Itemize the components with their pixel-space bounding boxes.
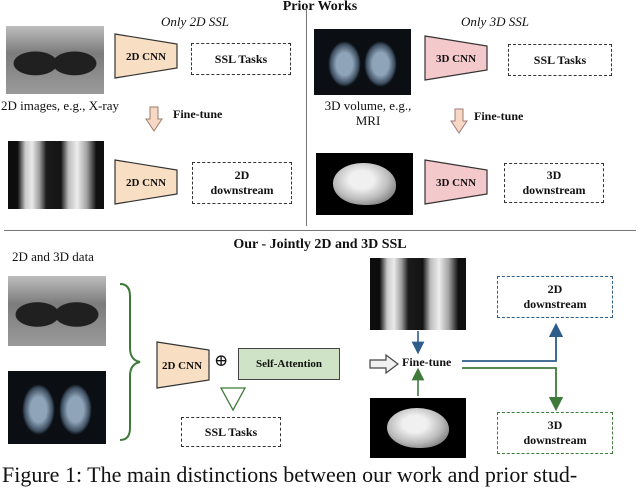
lung-3d-volume-image [314,29,411,95]
cnn-3d-block-top: 3D CNN [424,35,488,81]
cnn-3d-trapezoid [424,35,488,81]
fine-tune-arrow-ours [369,354,399,374]
cnn-2d-block-downstream: 2D CNN [114,159,178,205]
prior-works-header: Prior Works [282,0,358,14]
cnn-2d-trapezoid [156,341,210,389]
cnn-2d-block-top: 2D CNN [114,33,178,79]
only-3d-ssl-label: Only 3D SSL [461,14,529,29]
fine-tune-label-ours: Fine-tune [402,355,452,369]
fine-tune-label-2d: Fine-tune [173,107,223,121]
downstream-2d-box-ours: 2D downstream [497,276,613,318]
figure-caption: Figure 1: The main distinctions between … [2,462,578,487]
brain-mri-image-ours [370,398,466,458]
cnn-2d-trapezoid [114,33,178,79]
cnn-2d-label: 2D CNN [162,360,202,372]
finetune-to-3d-downstream-path [462,367,564,412]
brain-mri-image-top [316,153,413,215]
chest-xray-image [6,26,104,94]
3d-volume-label: 3D volume, e.g., MRI [324,98,412,128]
self-attention-box: Self-Attention [238,348,340,380]
vertical-divider [306,8,307,226]
downstream-3d-box-ours: 3D downstream [497,412,613,454]
downstream-2d-box-top: 2D downstream [192,162,292,204]
cnn-3d-label: 3D CNN [436,177,476,189]
knee-xray-image-ours [370,258,466,330]
cnn-3d-label: 3D CNN [436,53,476,65]
knee-xray-image-top [8,141,104,209]
finetune-to-2d-downstream-path [462,322,564,362]
ssl-tasks-box-ours: SSL Tasks [181,417,281,447]
down-arrow-icon [450,108,468,134]
2d-3d-data-label: 2D and 3D data [12,249,94,264]
chest-xray-image-ours [8,276,106,346]
ours-header: Our - Jointly 2D and 3D SSL [233,237,407,252]
triangle-icon [219,387,247,412]
cnn-2d-trapezoid [114,159,178,205]
cnn-3d-block-downstream: 3D CNN [424,159,488,205]
2d-images-label: 2D images, e.g., X-ray [0,98,120,113]
fine-tune-label-3d: Fine-tune [474,109,524,123]
brace-path [119,283,141,441]
ssl-tasks-box-2d: SSL Tasks [191,43,291,75]
downstream-3d-box-top: 3D downstream [504,163,604,203]
horizontal-divider [4,230,636,231]
data-brace [119,283,141,441]
down-arrow-icon [145,106,163,132]
lung-3d-volume-image-ours [8,371,106,444]
cnn-2d-block-ours: 2D CNN [156,341,210,389]
ssl-projection-triangle [219,387,247,412]
oplus-icon: ⊕ [214,351,229,370]
right-arrow-icon [369,354,399,374]
ssl-tasks-box-3d: SSL Tasks [508,44,612,76]
cnn-3d-trapezoid [424,159,488,205]
only-2d-ssl-label: Only 2D SSL [161,14,229,29]
cnn-2d-label: 2D CNN [126,51,166,63]
fine-tune-arrow-3d [450,108,468,134]
fine-tune-arrow-2d [145,106,163,132]
cnn-2d-label: 2D CNN [126,177,166,189]
